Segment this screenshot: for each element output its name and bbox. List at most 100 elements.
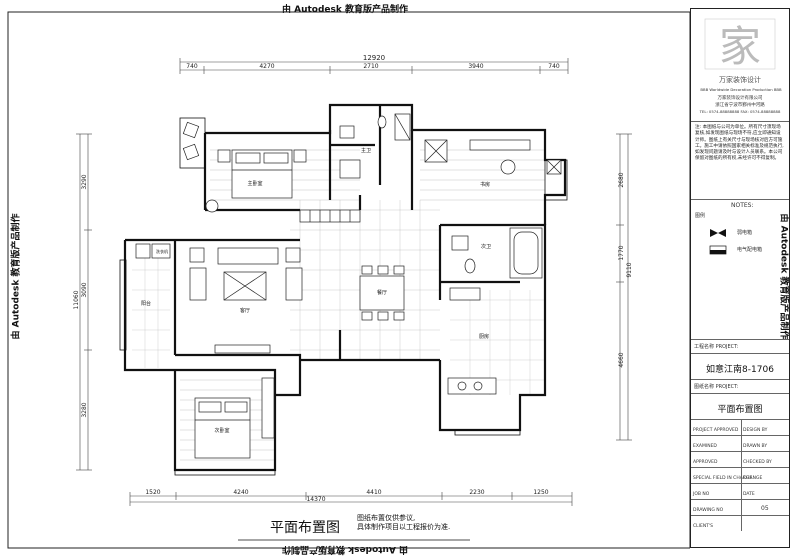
drawing-caption-title: 平面布置图: [270, 520, 340, 536]
logo-area: 家 万家装饰设计 BBB Worldwide Decoration Produc…: [691, 9, 789, 119]
dim-left-3: 3280: [81, 402, 88, 417]
field-4-left: JOB NO: [693, 492, 710, 497]
project-name: 如意江南8-1706: [706, 365, 774, 375]
drawing-caption-note: 图纸布置仅供参议, 具体制作项目以工程报价为准.: [357, 514, 450, 532]
study-furniture: [424, 139, 562, 175]
dim-bot-total: 14370: [306, 496, 325, 503]
caption-note-line2: 具体制作项目以工程报价为准.: [357, 523, 451, 531]
dim-bot-2: 4240: [233, 489, 248, 496]
dim-top-5: 740: [548, 63, 560, 70]
notes-paragraph-row: 注: 本图纸与公司为单位。所有尺寸须现场复核,如发现图纸与现场不符,应立即通知设…: [691, 121, 789, 199]
living-room-sofa: [189, 247, 303, 354]
title-block: 家 万家装饰设计 BBB Worldwide Decoration Produc…: [690, 8, 790, 548]
balcony-floor: [132, 258, 170, 368]
dim-top-1: 740: [186, 63, 198, 70]
field-row-0: PROJECT APPROVED DESIGN BY: [691, 419, 789, 435]
dim-right-partial: 9110: [626, 262, 633, 277]
field-row-5: DRAWING NO 05: [691, 499, 789, 515]
floor-plan: 12920 740 4270 2710 3940 740 1520 4240 4…: [7, 11, 690, 549]
drawing-label: 图纸名称 PROJECT:: [694, 384, 739, 390]
balcony-fixtures: [135, 243, 171, 259]
master-bath-fixtures: [339, 113, 411, 179]
top-dimension: [179, 58, 569, 74]
electric-box-icon: [709, 245, 727, 255]
field-2-left: APPROVED: [693, 460, 718, 465]
svg-text:家: 家: [719, 22, 761, 71]
field-4-right: DATE: [743, 492, 755, 497]
right-dimension: [616, 133, 632, 441]
company-contact: TEL: 0574-88888888 FAX: 0574-88888888: [699, 109, 781, 114]
dim-top-4: 3940: [468, 63, 483, 70]
watermark-top: 由 Autodesk 教育版产品制作: [281, 5, 408, 15]
guest-bath-fixtures: [451, 227, 543, 279]
field-0-right: DESIGN BY: [743, 428, 768, 433]
company-address: 浙江省宁波市鄞州中河路: [715, 103, 765, 108]
room-balcony: 阳台: [141, 300, 151, 307]
dining-table: [359, 265, 405, 321]
logo-text: 万家装饰设计: [719, 76, 761, 84]
dim-bot-3: 4410: [366, 489, 381, 496]
dim-left-2: 3090: [81, 282, 88, 297]
project-label: 工程名称 PROJECT:: [694, 344, 739, 350]
field-0-left: PROJECT APPROVED: [693, 428, 739, 433]
dim-top-total: 12920: [363, 54, 385, 62]
room-kitchen: 厨房: [479, 333, 489, 340]
dim-right-2: 1770: [618, 245, 625, 260]
dim-bot-5: 1250: [533, 489, 548, 496]
field-row-2: APPROVED CHECKED BY: [691, 451, 789, 467]
field-3-right: CHANGE: [743, 476, 763, 481]
company-cn: 万家装饰设计有限公司: [717, 96, 763, 101]
company-en: BBB Worldwide Decoration Production BBB: [700, 87, 782, 92]
room-living: 客厅: [240, 307, 250, 314]
legend-item-0: 弱电箱: [737, 230, 753, 236]
field-1-right: DRAWN BY: [743, 444, 768, 449]
dim-top-2: 4270: [259, 63, 274, 70]
dim-right-1: 2680: [618, 172, 625, 187]
project-name-row: 如意江南8-1706: [691, 353, 789, 379]
room-master-bedroom: 主卧室: [247, 180, 262, 187]
weak-current-box-icon: [710, 229, 726, 237]
left-dimension: [76, 133, 92, 471]
dim-bot-1: 1520: [145, 489, 160, 496]
drawing-name-row: 平面布置图: [691, 393, 789, 419]
dim-left-total: 11060: [73, 290, 80, 309]
master-lounge-chairs: [182, 121, 200, 161]
room-master-bath: 主卫: [361, 147, 371, 154]
field-row-4: JOB NO DATE: [691, 483, 789, 499]
master-bed: [205, 149, 307, 213]
drawing-label-row: 图纸名称 PROJECT:: [691, 379, 789, 393]
legend-label: 图例: [695, 213, 706, 219]
legend-row: NOTES: 图例 弱电箱 电气配电箱: [691, 199, 789, 339]
dim-left-1: 3290: [81, 174, 88, 189]
master-wardrobe: [299, 209, 361, 223]
field-5-left: DRAWING NO: [693, 508, 724, 513]
field-2-right: CHECKED BY: [743, 460, 772, 465]
caption-note-line1: 图纸布置仅供参议,: [357, 514, 416, 522]
room-dining: 餐厅: [377, 289, 387, 296]
field-1-left: EXAMINED: [693, 444, 717, 449]
windows: [119, 117, 568, 476]
room-guest-bath: 次卫: [481, 243, 491, 250]
legend-item-1: 电气配电箱: [737, 247, 763, 253]
field-row-3: SPECIAL FIELD IN CHARGE CHANGE: [691, 467, 789, 483]
dim-right-3: 4660: [618, 352, 625, 367]
notes-paragraph: 注: 本图纸与公司为单位。所有尺寸须现场复核,如发现图纸与现场不符,应立即通知设…: [695, 125, 784, 162]
project-label-row: 工程名称 PROJECT:: [691, 339, 789, 353]
bottom-dimension: [129, 492, 573, 506]
drawing-number: 05: [761, 505, 769, 512]
company-logo-icon: 家: [704, 18, 776, 71]
field-3-left: SPECIAL FIELD IN CHARGE: [693, 476, 753, 481]
field-divider: [741, 419, 742, 531]
drawing-name: 平面布置图: [717, 405, 763, 415]
notes-label: NOTES:: [731, 202, 754, 209]
room-second-bedroom: 次卧室: [214, 427, 229, 434]
room-laundry: 洗衣机: [156, 248, 168, 254]
field-6-left: CLIENT'S: [693, 524, 714, 529]
second-bed: [194, 377, 275, 459]
field-row-1: EXAMINED DRAWN BY: [691, 435, 789, 451]
kitchen-counters: [447, 287, 497, 395]
sheet-frame: [7, 11, 690, 549]
dim-top-3: 2710: [363, 63, 378, 70]
room-study: 书房: [480, 181, 490, 188]
dim-bot-4: 2230: [469, 489, 484, 496]
